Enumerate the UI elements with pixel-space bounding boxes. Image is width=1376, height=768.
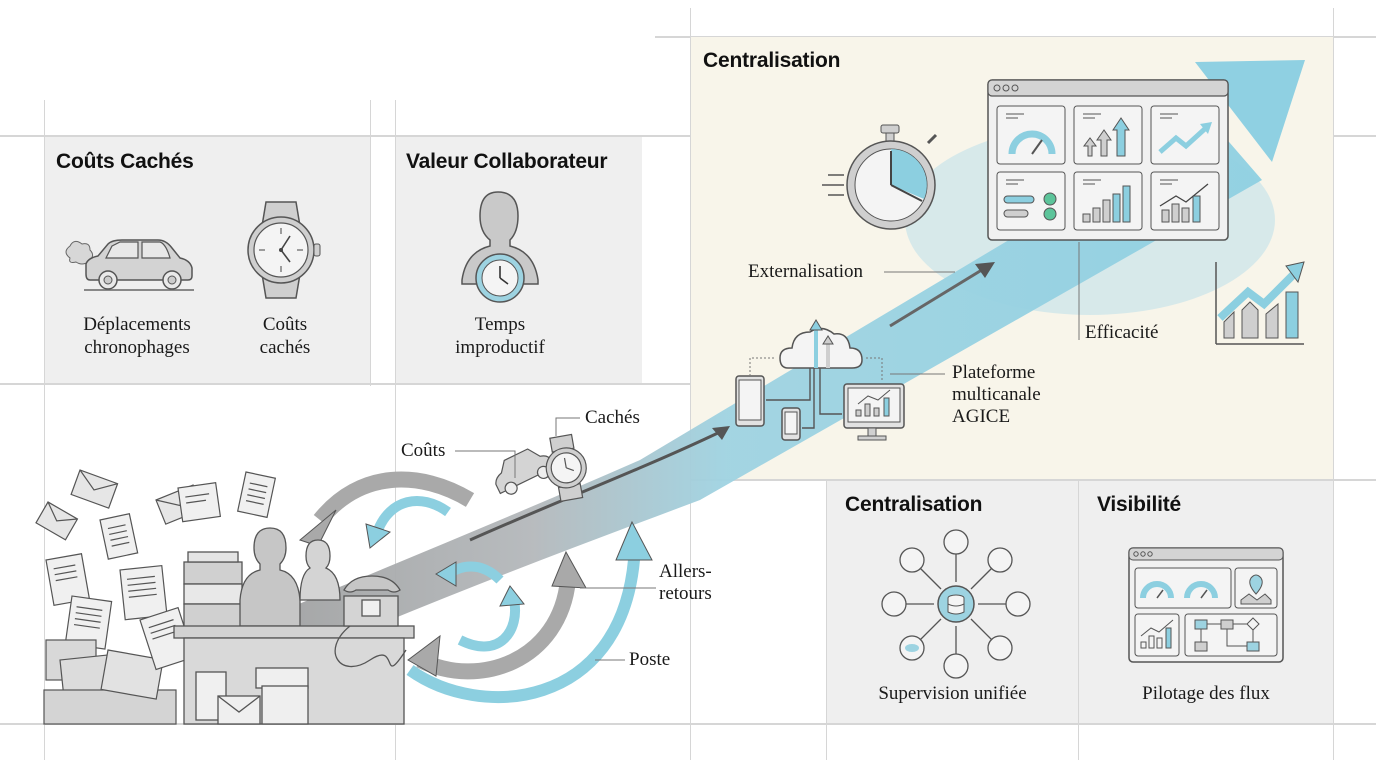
combo-chart-tile	[1150, 171, 1220, 231]
leader-line	[455, 450, 516, 478]
grid-line	[0, 383, 690, 385]
label-line: retours	[659, 583, 712, 604]
loop-arrow-blue-head	[615, 520, 653, 561]
grid-line	[690, 479, 1376, 481]
grid-line	[44, 100, 45, 760]
label-caches: Cachés	[585, 407, 640, 428]
loop-arrow-blue-head	[499, 585, 525, 607]
label-allers-retours: Allers- retours	[659, 561, 712, 605]
leader-line	[555, 417, 580, 436]
caption-temps-improductif: Temps improductif	[440, 313, 560, 359]
inner-arrow-head	[712, 426, 730, 440]
grid-line	[655, 36, 1376, 38]
panel-title: Centralisation	[845, 493, 983, 516]
grid-line	[826, 440, 827, 760]
loop-arrow-blue	[373, 496, 451, 533]
gauge-tile	[996, 105, 1066, 165]
loop-arrow-blue	[457, 599, 520, 652]
panel-title: Valeur Collaborateur	[406, 150, 608, 173]
caption-pilotage: Pilotage des flux	[1142, 683, 1270, 704]
paper-chaos-icon	[35, 469, 277, 725]
caption-line: Temps	[474, 314, 526, 335]
label-line: Allers-	[659, 561, 712, 582]
caption-couts-caches: Coûts cachés	[240, 313, 330, 359]
car-icon	[65, 239, 194, 291]
loop-arrow-gray	[416, 578, 576, 680]
dashboard-window-icon	[987, 79, 1229, 241]
loop-arrow-blue-head	[435, 561, 457, 587]
caption-supervision: Supervision unifiée	[878, 683, 1027, 704]
growth-chart-icon	[1215, 261, 1305, 345]
grid-line	[1078, 440, 1079, 760]
grid-line	[690, 8, 691, 760]
loop-arrow-blue-head	[365, 523, 392, 549]
panel-title: Centralisation	[703, 49, 841, 72]
caption-deplacements: Déplacements chronophages	[62, 313, 212, 359]
label-platform: Plateforme multicanale AGICE	[952, 362, 1041, 428]
caption-line: Déplacements	[83, 314, 191, 335]
trend-tile	[1150, 105, 1220, 165]
caption-line: cachés	[259, 337, 311, 358]
caption-line: chronophages	[84, 337, 190, 358]
panel-title: Coûts Cachés	[56, 150, 194, 173]
inner-arrow-line	[469, 430, 721, 542]
person-clock-icon	[461, 191, 539, 303]
caption-line: Coûts	[262, 314, 308, 335]
wristwatch-icon	[247, 201, 321, 299]
inner-arrow-line	[889, 266, 986, 328]
loop-arrow-blue	[406, 559, 640, 704]
label-couts: Coûts	[401, 440, 446, 461]
inner-arrow-head	[975, 262, 995, 278]
label-efficacite: Efficacité	[1085, 322, 1159, 343]
label-line: AGICE	[952, 406, 1011, 427]
office-desk-icon	[173, 527, 415, 725]
checklist-tile	[996, 171, 1066, 231]
grid-line	[1333, 8, 1334, 760]
loop-arrow-gray-head	[407, 634, 441, 677]
loop-arrow-gray-head	[551, 550, 587, 589]
small-watch-icon	[545, 433, 587, 502]
grid-line	[0, 135, 1376, 137]
stopwatch-icon	[822, 124, 938, 230]
panel-title: Visibilité	[1097, 493, 1181, 516]
grid-line	[0, 723, 1376, 725]
label-poste: Poste	[629, 649, 671, 670]
label-line: Plateforme	[952, 362, 1036, 383]
flow-dashboard-icon	[1128, 547, 1284, 663]
arrows-up-tile	[1073, 105, 1143, 165]
bar-tile	[1073, 171, 1143, 231]
label-line: multicanale	[952, 384, 1041, 405]
multichannel-platform-icon	[735, 319, 905, 441]
grid-line	[370, 100, 371, 386]
caption-line: improductif	[455, 337, 545, 358]
grid-line	[395, 100, 396, 760]
hub-network-icon	[881, 529, 1031, 679]
loop-arrow-gray	[313, 471, 475, 526]
label-externalisation: Externalisation	[748, 261, 864, 282]
